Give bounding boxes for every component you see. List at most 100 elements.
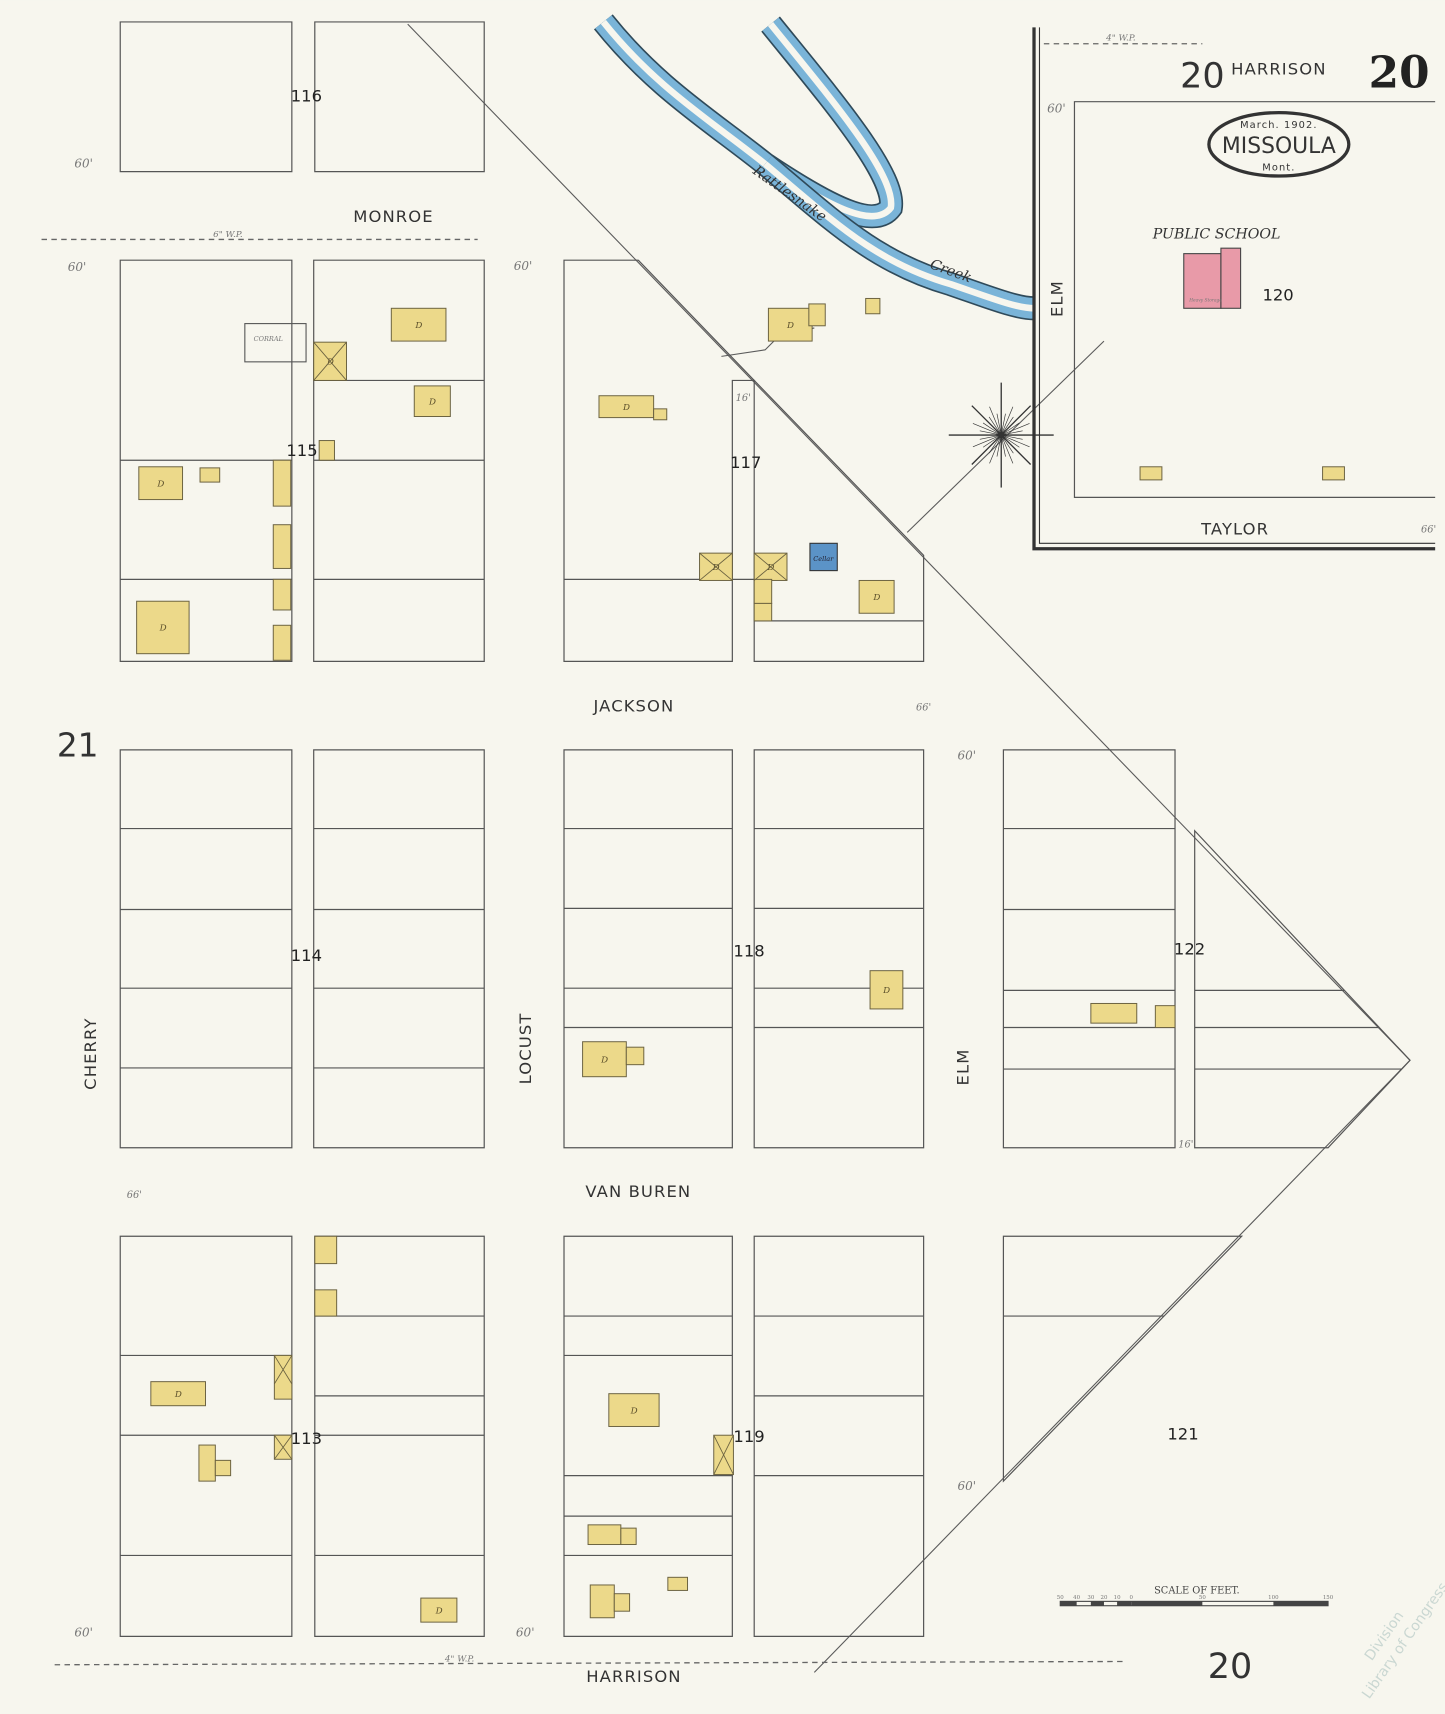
building-type-label: D [872, 593, 880, 603]
frame-building [753, 602, 773, 622]
public-school-label: Public School [1152, 226, 1281, 242]
scale-tick-label: 20 [1100, 1595, 1107, 1601]
compass-ray [1000, 434, 1014, 454]
street-monroe: MONROE [353, 207, 433, 226]
building-type-label: D [414, 321, 422, 331]
compass-ray [996, 435, 1002, 457]
dimension-label: 60' [958, 749, 977, 763]
frame-building [138, 466, 184, 501]
compass-ray [989, 406, 1002, 436]
diagonal-street-line [813, 1059, 1411, 1673]
street-jackson: JACKSON [593, 697, 675, 716]
compass-ray [971, 405, 1002, 436]
water-pipe-label: 4" W.P. [444, 1654, 474, 1664]
scale-tick-label: 50 [1057, 1595, 1064, 1601]
scale-tick-label: 40 [1073, 1595, 1080, 1601]
compass-ray [979, 430, 1002, 436]
city-block [1194, 829, 1411, 1149]
compass-ray [972, 423, 1002, 436]
city-block [563, 749, 733, 1149]
building-type-label: D [786, 321, 794, 331]
compass-ray [1001, 434, 1023, 440]
corral-label: Corral [254, 335, 283, 343]
compass-ray [1000, 435, 1006, 457]
public-school-wing [1220, 247, 1242, 309]
building-type-label: D [435, 1606, 443, 1616]
building-type-label: D [766, 563, 774, 573]
corral-enclosure [244, 323, 307, 363]
city-block [313, 259, 485, 662]
compass-ray [1001, 434, 1030, 448]
building-type-label: D [622, 403, 630, 413]
stable-cross-mark [699, 552, 733, 581]
frame-building [613, 1593, 631, 1612]
dimension-label: 60' [74, 156, 93, 170]
compass-ray [1001, 423, 1030, 436]
compass-ray [996, 413, 1002, 436]
street-van-buren: VAN BUREN [585, 1182, 691, 1201]
street-locust: LOCUST [516, 1013, 535, 1085]
building-type-label: D [600, 1055, 608, 1065]
frame-building [314, 1289, 338, 1317]
dimension-label: 66' [1421, 524, 1436, 535]
building-type-label: D [326, 358, 334, 368]
city-block [563, 259, 756, 662]
cellar-label: Cellar [813, 555, 834, 563]
frame-building [589, 1584, 615, 1619]
compass-ray [988, 434, 1002, 454]
compass-ray [971, 434, 1002, 465]
frame-building [865, 297, 881, 315]
compass-ray [1000, 406, 1014, 436]
scale-title: Scale of Feet. [1154, 1586, 1240, 1597]
scale-tick-label: 50 [1199, 1595, 1206, 1601]
diagonal-street-line [407, 23, 1411, 1061]
frame-building [1154, 1005, 1176, 1029]
dimension-label: 60' [1047, 102, 1066, 116]
city-blocks [119, 21, 1411, 1637]
frame-building [858, 579, 895, 614]
stable-cross-mark [273, 1355, 293, 1385]
city-block [314, 21, 485, 173]
dimension-label: 60' [74, 1625, 93, 1639]
frame-building [136, 600, 190, 655]
compass-ray [988, 416, 1002, 436]
building-type-label: D [428, 397, 436, 407]
block-number-116: 116 [291, 87, 322, 106]
inset-street-harrison: Harrison [1231, 59, 1326, 78]
compass-ray [989, 434, 1002, 464]
compass-ray [1000, 405, 1032, 436]
dimension-label: 60' [68, 260, 87, 274]
water-pipe-line [54, 1660, 1126, 1666]
scale-tick-label: 150 [1323, 1595, 1334, 1601]
frame-building [390, 307, 447, 342]
frame-building [199, 467, 221, 483]
map-date: March. 1902. [1240, 120, 1317, 131]
block-number-120: 120 [1262, 286, 1293, 305]
adjacent-sheet-21: 21 [57, 726, 99, 764]
building-type-label: D [630, 1406, 638, 1416]
dimension-label: 16' [736, 393, 751, 404]
water-pipe-label: 6" W.P. [213, 230, 242, 240]
map-city: Missoula [1222, 134, 1336, 159]
block-number-118: 118 [733, 941, 764, 960]
scale-segment [1060, 1601, 1077, 1606]
outbuilding [1139, 466, 1163, 481]
street-harrison: HARRISON [586, 1667, 681, 1686]
frame-building [198, 1444, 216, 1482]
frame-building [620, 1527, 637, 1546]
compass-ray [982, 422, 1002, 436]
frame-building [150, 1381, 206, 1407]
stable-cross-mark [273, 1434, 293, 1460]
frame-building [420, 1597, 458, 1623]
street-taylor: TAYLOR [1200, 520, 1269, 539]
scale-segment [1117, 1601, 1132, 1606]
block-number-115: 115 [286, 441, 317, 460]
building-type-label: D [159, 624, 167, 634]
city-block [563, 1235, 733, 1637]
block-number-119: 119 [733, 1427, 764, 1446]
frame-building [272, 459, 292, 507]
street-cherry: CHERRY [81, 1017, 100, 1089]
city-block [119, 1235, 293, 1637]
city-block [753, 1235, 925, 1637]
